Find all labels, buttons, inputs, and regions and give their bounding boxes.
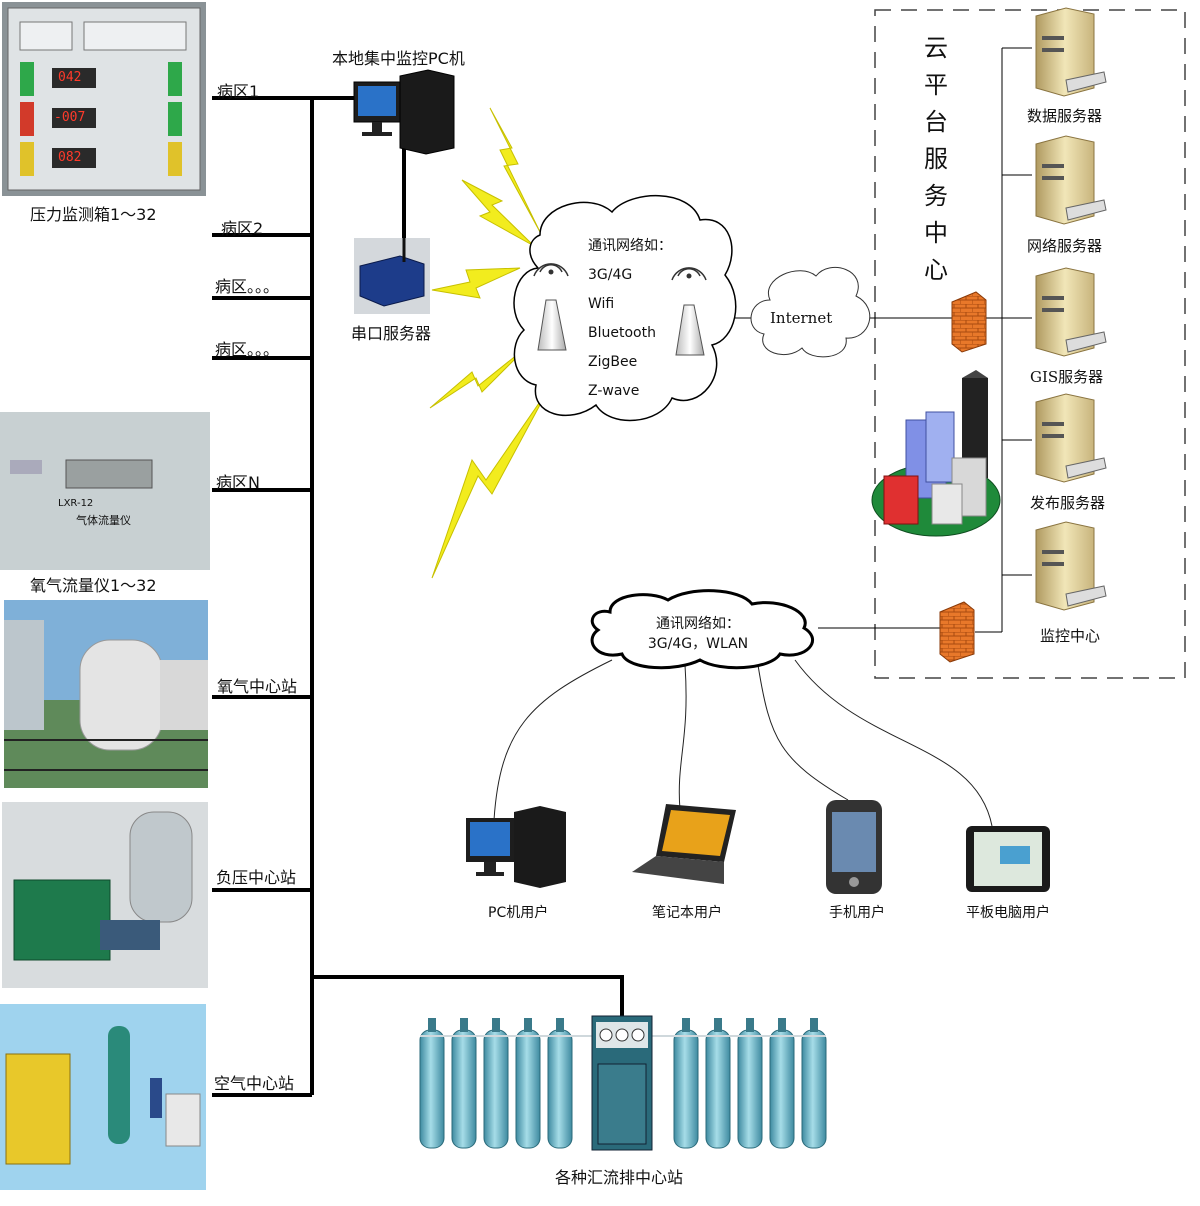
- firewall-lower: [939, 601, 975, 663]
- server-icons: [1035, 7, 1107, 611]
- user-label-phone: 手机用户: [829, 905, 885, 921]
- server-label-data: 数据服务器: [1027, 107, 1103, 125]
- laptop-user-icon: [632, 804, 736, 884]
- network-item-wifi: Wifi: [588, 296, 615, 312]
- manifold-station-label: 各种汇流排中心站: [555, 1168, 684, 1187]
- ward-label-4: 病区。。。: [215, 340, 280, 359]
- tablet-user-icon: [966, 826, 1050, 892]
- oxygen-station-photo: [4, 600, 208, 788]
- user-label-pc: PC机用户: [488, 905, 549, 921]
- network2-label: 通讯网络如： 3G/4G，WLAN: [628, 614, 768, 654]
- vacuum-station-photo: [2, 802, 208, 988]
- serial-server-label: 串口服务器: [351, 324, 432, 343]
- oxygen-station-label: 氧气中心站: [217, 677, 298, 696]
- network-item-bluetooth: Bluetooth: [588, 325, 656, 341]
- air-station-photo: [0, 1004, 206, 1190]
- pressure-box-panel: [2, 2, 206, 196]
- network-item-zwave: Z-wave: [588, 383, 640, 399]
- oxygen-meter-panel: [0, 412, 210, 570]
- vacuum-station-label: 负压中心站: [216, 868, 297, 887]
- server-label-monitor: 监控中心: [1040, 627, 1101, 645]
- firewall-upper: [951, 291, 987, 353]
- internet-label: Internet: [770, 309, 833, 327]
- pressure-reading-3: 082: [58, 150, 82, 165]
- cloud-platform-box: [874, 9, 1186, 679]
- gas-cylinder: [673, 1018, 699, 1149]
- network-title: 通讯网络如：: [588, 238, 672, 254]
- gas-cylinder: [483, 1018, 509, 1149]
- server-label-gis: GIS服务器: [1030, 368, 1104, 386]
- network2-subtitle: 3G/4G，WLAN: [647, 636, 749, 652]
- gas-cylinder: [801, 1018, 827, 1149]
- ward-label-n: 病区N: [216, 473, 260, 492]
- local-pc-icon: [353, 69, 455, 155]
- oxygen-meter-name: 气体流量仪: [76, 514, 131, 527]
- gas-cylinder: [515, 1018, 541, 1149]
- cloud-platform-title: 云 平 台 服 务 中 心: [924, 34, 948, 284]
- oxygen-meter-label: 氧气流量仪1～32: [30, 576, 157, 595]
- city-buildings: [871, 370, 1001, 537]
- server-label-network: 网络服务器: [1027, 237, 1103, 255]
- internet-cloud: [750, 266, 871, 358]
- pressure-reading-1: 042: [58, 70, 82, 85]
- gas-cylinder: [419, 1018, 445, 1149]
- wireless-bolts: [429, 107, 549, 579]
- server-label-publish: 发布服务器: [1030, 494, 1106, 512]
- gas-cylinder: [547, 1018, 573, 1149]
- serial-server-icon: [354, 238, 430, 314]
- network-cloud-1: [513, 195, 737, 422]
- ward-label-3: 病区。。。: [215, 277, 280, 296]
- pc-user-icon: [466, 806, 566, 888]
- manifold-cabinet: [591, 1015, 653, 1151]
- local-pc-label: 本地集中监控PC机: [332, 49, 465, 68]
- network-list: 通讯网络如： 3G/4G Wifi Bluetooth ZigBee Z-wav…: [588, 232, 672, 406]
- ward-label-2: 病区2: [221, 219, 264, 238]
- oxygen-meter-model: LXR-12: [58, 498, 94, 509]
- ward-label-1: 病区1: [217, 82, 260, 101]
- pressure-box-label: 压力监测箱1～32: [30, 205, 157, 224]
- manifold-cylinders: [419, 1018, 827, 1149]
- pressure-reading-2: -007: [54, 110, 86, 125]
- network2-title: 通讯网络如：: [656, 616, 740, 632]
- network-item-3g4g: 3G/4G: [588, 267, 633, 283]
- gas-cylinder: [769, 1018, 795, 1149]
- antenna-left: [533, 263, 569, 351]
- gas-cylinder: [737, 1018, 763, 1149]
- gas-cylinder: [451, 1018, 477, 1149]
- air-station-label: 空气中心站: [214, 1074, 295, 1093]
- antenna-right: [671, 267, 707, 356]
- network-item-zigbee: ZigBee: [588, 354, 638, 370]
- wired-bus: [212, 96, 624, 1097]
- user-label-laptop: 笔记本用户: [652, 905, 722, 921]
- user-label-tablet: 平板电脑用户: [966, 905, 1050, 921]
- network-cloud-2: [590, 589, 814, 670]
- gas-cylinder: [705, 1018, 731, 1149]
- phone-user-icon: [826, 800, 882, 894]
